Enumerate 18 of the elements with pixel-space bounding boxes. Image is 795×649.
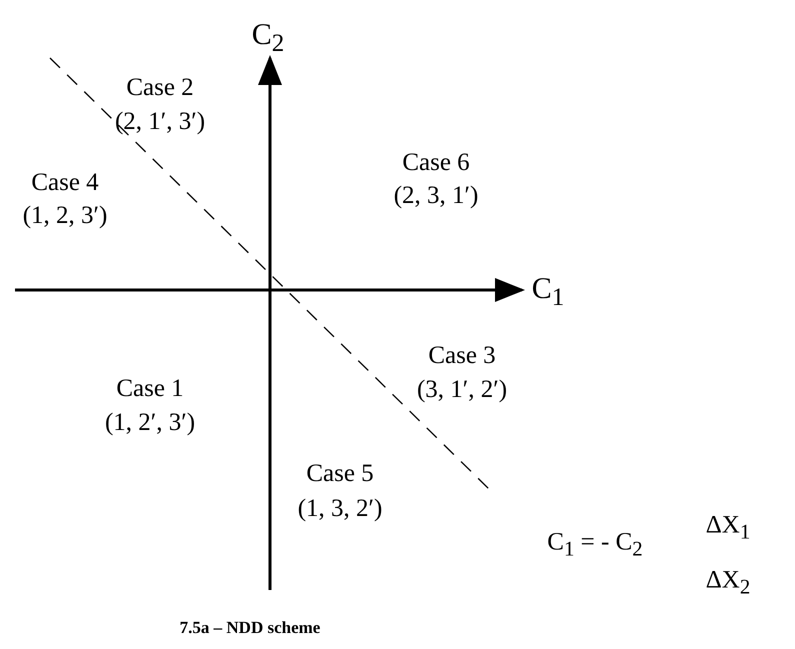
region-label: Case 5	[306, 460, 374, 488]
region-label: Case 3	[428, 342, 496, 370]
region-label: Case 1	[116, 375, 184, 403]
fraction-denominator: ΔX$_{2}$	[706, 566, 750, 600]
region-label: (2, 3, 1′)	[394, 182, 478, 210]
region-tuple: (1, 2′, 3′)	[104, 409, 196, 437]
fraction-numerator: ΔX$_{1}$	[706, 512, 750, 544]
equation: C$_{1}$ = - C$_{2}$	[547, 528, 643, 562]
region-label: Case 2	[126, 74, 194, 102]
region-tuple: (3, 1′, 2′)	[416, 376, 508, 404]
region-label: Case 4	[31, 169, 99, 197]
axis-label: C$_{2}$	[252, 18, 284, 58]
region-tuple: (2, 1′, 3′)	[114, 108, 206, 136]
region-tuple: (1, 3, 2′)	[298, 495, 382, 523]
axis-label: C$_{1}$	[532, 272, 564, 312]
figure-caption: 7.5a – NDD scheme	[180, 618, 320, 638]
region-label: Case 6	[402, 149, 470, 177]
region-tuple: (1, 2, 3′)	[22, 202, 108, 230]
